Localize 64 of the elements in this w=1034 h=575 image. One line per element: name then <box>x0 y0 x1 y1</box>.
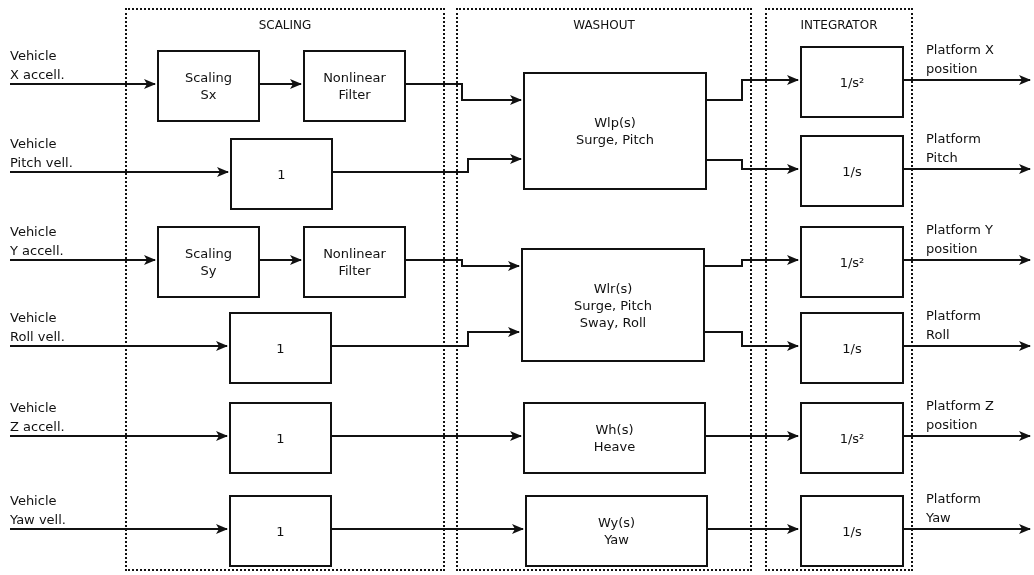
block-label: 1/s² <box>839 429 865 447</box>
block-label: 1 <box>277 165 286 183</box>
block-label: Scaling Sx <box>183 69 234 103</box>
transfer-block <box>800 495 904 567</box>
block-label: 1/s <box>842 339 862 357</box>
signal-arrow <box>9 79 156 89</box>
dotted-group-frame <box>765 8 913 571</box>
signal-label: Vehicle Yaw vell. <box>10 491 78 529</box>
transfer-block <box>525 495 708 567</box>
output-label: Platform Roll <box>926 307 982 344</box>
block-label: Wy(s) <box>597 514 636 531</box>
group-title: SCALING <box>257 17 313 33</box>
block-label: 1 <box>276 429 285 447</box>
signal-label: Vehicle Pitch vell. <box>10 134 82 172</box>
block-label: Nonlinear Filter <box>322 245 387 279</box>
signal-label: Vehicle Roll vell. <box>10 308 76 346</box>
signal-arrow <box>9 341 228 351</box>
transfer-block <box>230 138 333 210</box>
signal-label: Vehicle Y accell. <box>10 222 67 260</box>
transfer-block <box>229 495 332 567</box>
transfer-block <box>800 312 904 384</box>
dotted-group-frame <box>456 8 752 571</box>
signal-label: Vehicle X accell. <box>10 46 67 84</box>
transfer-block <box>157 226 260 298</box>
block-label: Nonlinear Filter <box>322 69 387 103</box>
output-label: Platform Yaw <box>926 490 982 527</box>
block-label: 1 <box>276 339 285 357</box>
block-label: Wh(s) <box>595 421 634 438</box>
block-label: Yaw <box>604 531 629 548</box>
block-label: Wlp(s) <box>594 114 636 131</box>
transfer-block <box>157 50 260 122</box>
block-label: Surge, Pitch <box>576 131 654 148</box>
block-label: Wlr(s) <box>593 279 633 297</box>
block-label: Surge, Pitch Sway, Roll <box>573 296 653 331</box>
transfer-block <box>303 226 406 298</box>
transfer-block <box>521 248 705 362</box>
transfer-block <box>303 50 406 122</box>
output-label: Platform Z position <box>926 397 995 434</box>
signal-arrow <box>9 524 228 534</box>
block-label: Scaling Sy <box>183 245 234 279</box>
output-label: Platform X position <box>926 41 995 78</box>
signal-arrow <box>9 255 156 265</box>
transfer-block <box>800 226 904 298</box>
group-title: WASHOUT <box>572 17 636 33</box>
transfer-block <box>523 402 706 474</box>
transfer-block <box>523 72 707 190</box>
group-title: INTEGRATOR <box>799 17 879 33</box>
block-label: Heave <box>593 438 636 455</box>
signal-arrow <box>9 167 229 177</box>
signal-label: Vehicle Z accell. <box>10 398 67 436</box>
transfer-block <box>800 402 904 474</box>
transfer-block <box>229 312 332 384</box>
output-label: Platform Y position <box>926 221 994 258</box>
signal-arrow <box>9 431 228 441</box>
transfer-block <box>800 46 904 118</box>
transfer-block <box>800 135 904 207</box>
block-label: 1/s² <box>839 253 865 271</box>
transfer-block <box>229 402 332 474</box>
block-label: 1/s <box>842 522 862 540</box>
block-label: 1 <box>276 522 285 540</box>
dotted-group-frame <box>125 8 445 571</box>
block-label: 1/s <box>842 162 862 180</box>
block-label: 1/s² <box>839 73 865 91</box>
output-label: Platform Pitch <box>926 130 982 167</box>
